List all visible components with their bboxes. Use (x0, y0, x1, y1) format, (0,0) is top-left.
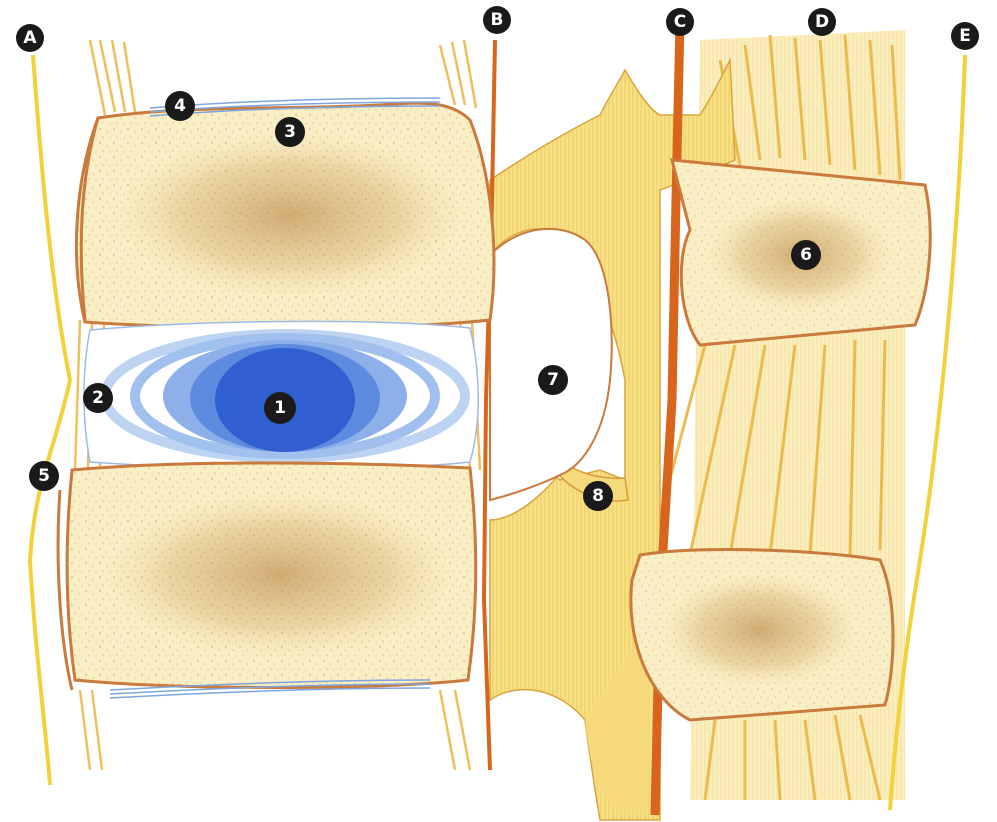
svg-text:B: B (491, 10, 504, 30)
label-4: 4 (165, 91, 195, 121)
label-5: 5 (29, 461, 59, 491)
svg-text:D: D (815, 12, 829, 32)
label-B: B (483, 6, 511, 34)
svg-text:7: 7 (547, 370, 559, 390)
label-8: 8 (583, 481, 613, 511)
label-2: 2 (83, 383, 113, 413)
svg-text:1: 1 (274, 398, 286, 418)
svg-text:5: 5 (38, 466, 50, 486)
lower-spinous-process (631, 550, 893, 720)
svg-text:3: 3 (284, 122, 296, 142)
label-C: C (666, 8, 694, 36)
svg-text:6: 6 (800, 245, 812, 265)
label-6: 6 (791, 240, 821, 270)
svg-text:E: E (959, 26, 971, 46)
label-D: D (808, 8, 836, 36)
label-3: 3 (275, 117, 305, 147)
label-7: 7 (538, 365, 568, 395)
anterior-line (30, 55, 70, 785)
svg-text:C: C (674, 12, 686, 32)
label-A: A (16, 24, 44, 52)
intervertebral-foramen (490, 229, 612, 500)
lower-vertebral-body (67, 463, 476, 688)
svg-text:2: 2 (92, 388, 104, 408)
label-E: E (951, 22, 979, 50)
svg-text:A: A (23, 28, 37, 48)
label-1: 1 (264, 392, 296, 424)
svg-text:8: 8 (592, 486, 604, 506)
svg-text:4: 4 (174, 96, 186, 116)
